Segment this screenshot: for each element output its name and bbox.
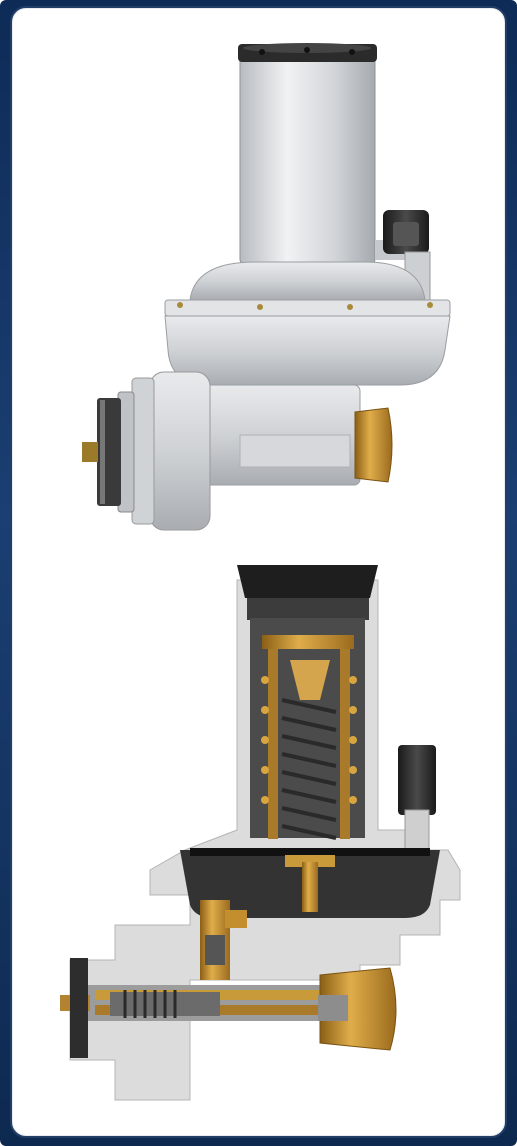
inlet-housing xyxy=(82,371,211,531)
outlet-nut xyxy=(318,967,397,1051)
inlet-stem xyxy=(60,985,330,1021)
exterior-view xyxy=(82,43,451,531)
diaphragm-flange xyxy=(164,299,451,386)
valve-assembly xyxy=(200,900,247,980)
bonnet xyxy=(238,43,377,266)
cross-section-view xyxy=(60,565,461,1101)
spring-assembly xyxy=(261,635,357,840)
brass-outlet xyxy=(354,407,393,483)
